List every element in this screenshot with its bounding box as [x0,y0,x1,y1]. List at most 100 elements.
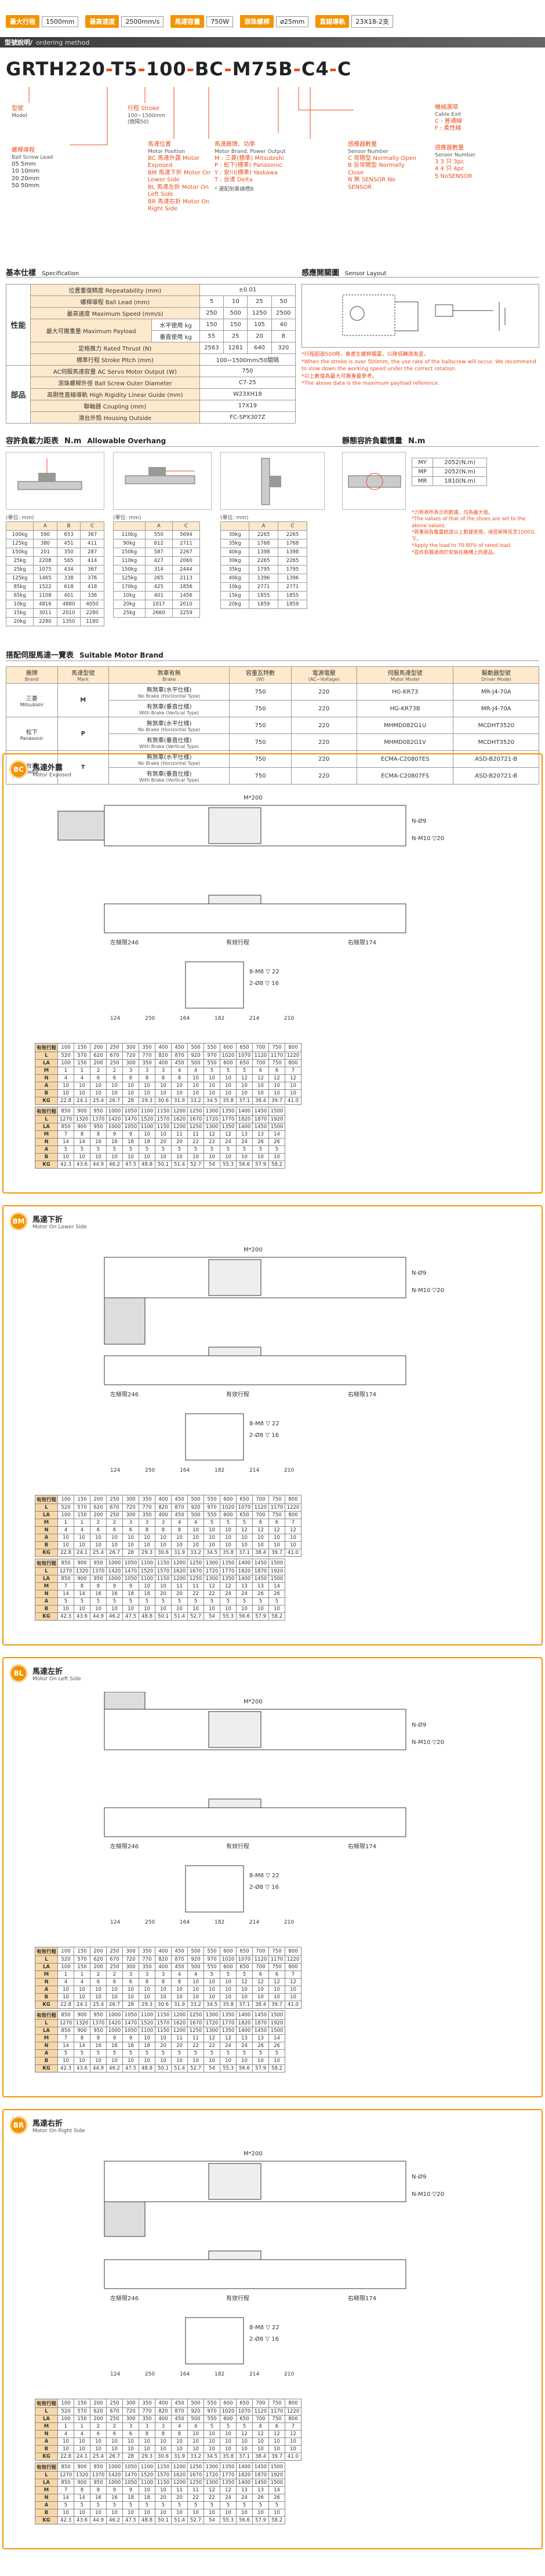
spec-strip-value: 1500mm [42,16,79,27]
dimension-row-head: B [34,1541,59,1549]
dimension-row-head: KG [34,2001,59,2009]
dimension-cell: 720 [122,1052,140,1060]
dimension-cell: 200 [90,1059,107,1067]
dimension-cell: 4 [57,1074,75,1082]
dimension-cell: 720 [122,1504,140,1512]
dimension-cell: 38.4 [252,2453,270,2461]
dimension-cell: 10 [268,1534,286,1542]
dim-label: 164 [180,2371,190,2377]
dimension-row-head: A [34,1534,59,1542]
dimension-cell: 16 [90,2042,107,2050]
dimension-cell: 10 [252,2445,270,2453]
dimension-cell: 12 [285,1074,302,1082]
motor-section-frame [2,753,543,1194]
ordering-option: 5 NoSENSOR [435,173,473,180]
dimension-cell: 10 [57,1089,75,1097]
dimension-cell: 150 [74,1511,91,1519]
label-b-m8: 8-M8 ▽ 22 [249,2325,279,2331]
dimension-cell: 10 [204,1978,221,1986]
dimension-cell: 300 [122,1059,140,1067]
dimension-cell: 520 [57,1504,75,1512]
dimension-cell: 20 [155,2042,172,2050]
dimension-cell: 10 [187,1993,205,2001]
dimension-cell: 2 [106,1971,123,1979]
dimension-row-head: M [34,1130,59,1139]
overhang-cell: 2280 [80,608,104,618]
dimension-cell: 6 [122,1074,140,1082]
dimension-cell: 800 [285,1043,302,1052]
dimension-row-head: B [34,2509,59,2517]
dimension-cell: 5 [74,2049,91,2057]
motor-section-badge: BM [9,1212,28,1231]
dimension-cell: 14 [268,1582,286,1590]
dimension-cell: 1820 [236,2019,253,2027]
brand-header-en: Driver Model [481,677,511,682]
dimension-cell: 10 [187,1978,205,1986]
ordering-option: C 常開型 Normally Open [348,155,417,162]
label-n9: N-Ø9 [412,818,426,824]
dimension-row-head: N [34,1590,59,1598]
label-n9: N-Ø9 [412,1721,426,1728]
dimension-cell: 10 [204,1986,221,1994]
spec-strip-label: 直線導軌 [315,15,350,28]
overhang-cell: 350 [56,548,81,557]
dimension-cell: 600 [220,1495,237,1504]
dimension-cell: 10 [252,2509,270,2517]
dimension-cell: 55.3 [220,2064,237,2073]
dimension-cell: 22 [187,2042,205,2050]
dimension-cell: 5 [236,2501,253,2509]
dimension-cell: 850 [57,1559,75,1568]
model-code-part: - [224,58,232,80]
dimension-cell: 5 [187,1145,205,1154]
dimension-cell: 10 [285,1082,302,1090]
dimension-cell: 350 [139,1947,156,1956]
dimension-cell: 1620 [171,1115,188,1123]
dimension-cell: 10 [236,2445,253,2453]
dimension-cell: 5 [139,2049,156,2057]
overhang-cell: 414 [80,556,104,565]
motor-section-title-zh: 馬達左折 [32,1668,63,1676]
brand-brake-zh: 有煞車(垂直仕樣) [146,738,192,744]
brand-motor-model: MHMD082G1U [356,717,454,734]
dimension-cell: 1870 [252,2471,270,2479]
dimension-cell: 5 [122,1145,140,1154]
dimension-cell: 5 [106,1597,123,1606]
dimension-cell: 300 [122,1511,140,1519]
dimension-cell: 1920 [268,2019,286,2027]
dimension-cell: 5 [90,2049,107,2057]
label-b-m8: 8-M8 ▽ 22 [249,969,279,975]
dimension-row-head: LA [34,2479,59,2487]
dimension-cell: 800 [285,1511,302,1519]
dimension-cell: 10 [236,1986,253,1994]
brand-brake-zh: 有煞車(垂直仕樣) [146,704,192,710]
spec-cell: 100~1500mm/50間隔 [199,353,296,366]
dimension-cell: 6 [268,1971,286,1979]
dimension-row-head: N [34,2042,59,2050]
dimension-cell: 1470 [122,2471,140,2479]
model-code-part: - [329,58,337,80]
dimension-row-head: A [34,2049,59,2057]
brand-watt: 750 [229,734,292,751]
brand-motor-model: HG-KR73 [356,683,454,700]
dimension-cell: 1 [74,1067,91,1075]
dimension-cell: 24 [220,2042,237,2050]
dimension-cell: 10 [187,1074,205,1082]
dim-label: 250 [145,1016,155,1021]
dimension-cell: 1770 [220,1567,237,1575]
overhang-cell: 1859 [249,600,279,609]
brand-motor-model: MHMD082G1V [356,734,454,751]
dimension-cell: 620 [90,2407,107,2416]
dimension-cell: 10 [268,1089,286,1097]
